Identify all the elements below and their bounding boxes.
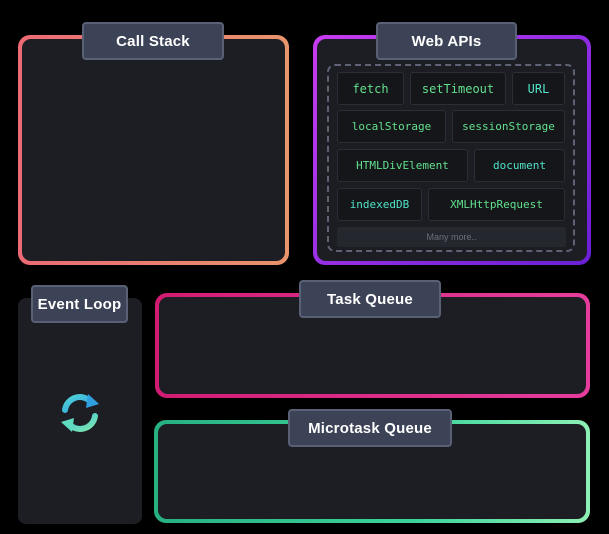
microtask-queue-panel (154, 420, 590, 523)
api-chip-url: URL (512, 72, 565, 105)
web-apis-title: Web APIs (376, 22, 517, 60)
api-chip-localstorage: localStorage (337, 110, 446, 143)
api-chip-document: document (474, 149, 565, 182)
refresh-cycle-icon (55, 388, 105, 438)
api-chip-xmlhttprequest: XMLHttpRequest (428, 188, 565, 221)
call-stack-title: Call Stack (82, 22, 224, 60)
api-chip-settimeout: setTimeout (410, 72, 506, 105)
api-chip-fetch: fetch (337, 72, 404, 105)
event-loop-panel (18, 298, 142, 524)
api-chip-htmldivelement: HTMLDivElement (337, 149, 468, 182)
task-queue-title: Task Queue (299, 280, 441, 318)
api-chip-sessionstorage: sessionStorage (452, 110, 565, 143)
api-chip-indexeddb: indexedDB (337, 188, 422, 221)
more-apis-label: Many more.. (337, 227, 566, 247)
call-stack-panel (18, 35, 289, 265)
event-loop-title: Event Loop (31, 285, 128, 323)
microtask-queue-title: Microtask Queue (288, 409, 452, 447)
call-stack-body (22, 39, 285, 261)
